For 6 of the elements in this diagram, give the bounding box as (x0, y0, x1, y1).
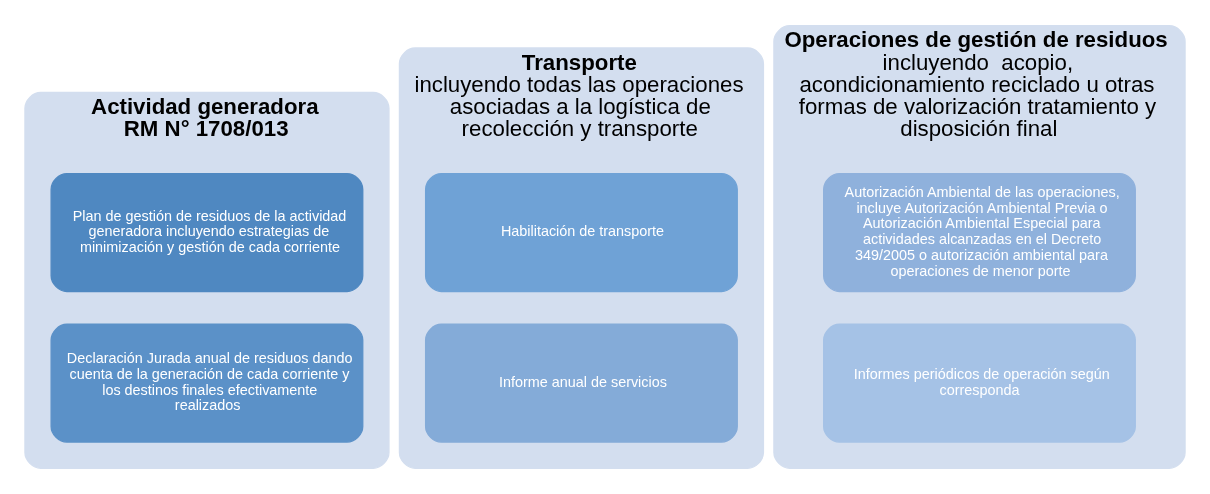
node-box: Declaración Jurada anual de residuos dando cuenta de la generación de cada corriente y los destinos finales efectivamente realizados (50, 323, 364, 443)
node-box: Autorización Ambiental de las operaciones, incluye Autorización Ambiental Previa o Autorización Ambiental Especial para actividades alcanzadas en el Decreto 349/2005 o autorización ambiental para operaciones de menor porte (823, 173, 1136, 293)
node-box: Informes periódicos de operación según corresponda (823, 323, 1136, 443)
node-box: Informe anual de servicios (424, 323, 738, 443)
node-box: Plan de gestión de residuos de la actividad generadora incluyendo estrategias de minimización y gestión de cada corriente (50, 173, 364, 293)
node-box: Habilitación de transporte (424, 173, 738, 293)
